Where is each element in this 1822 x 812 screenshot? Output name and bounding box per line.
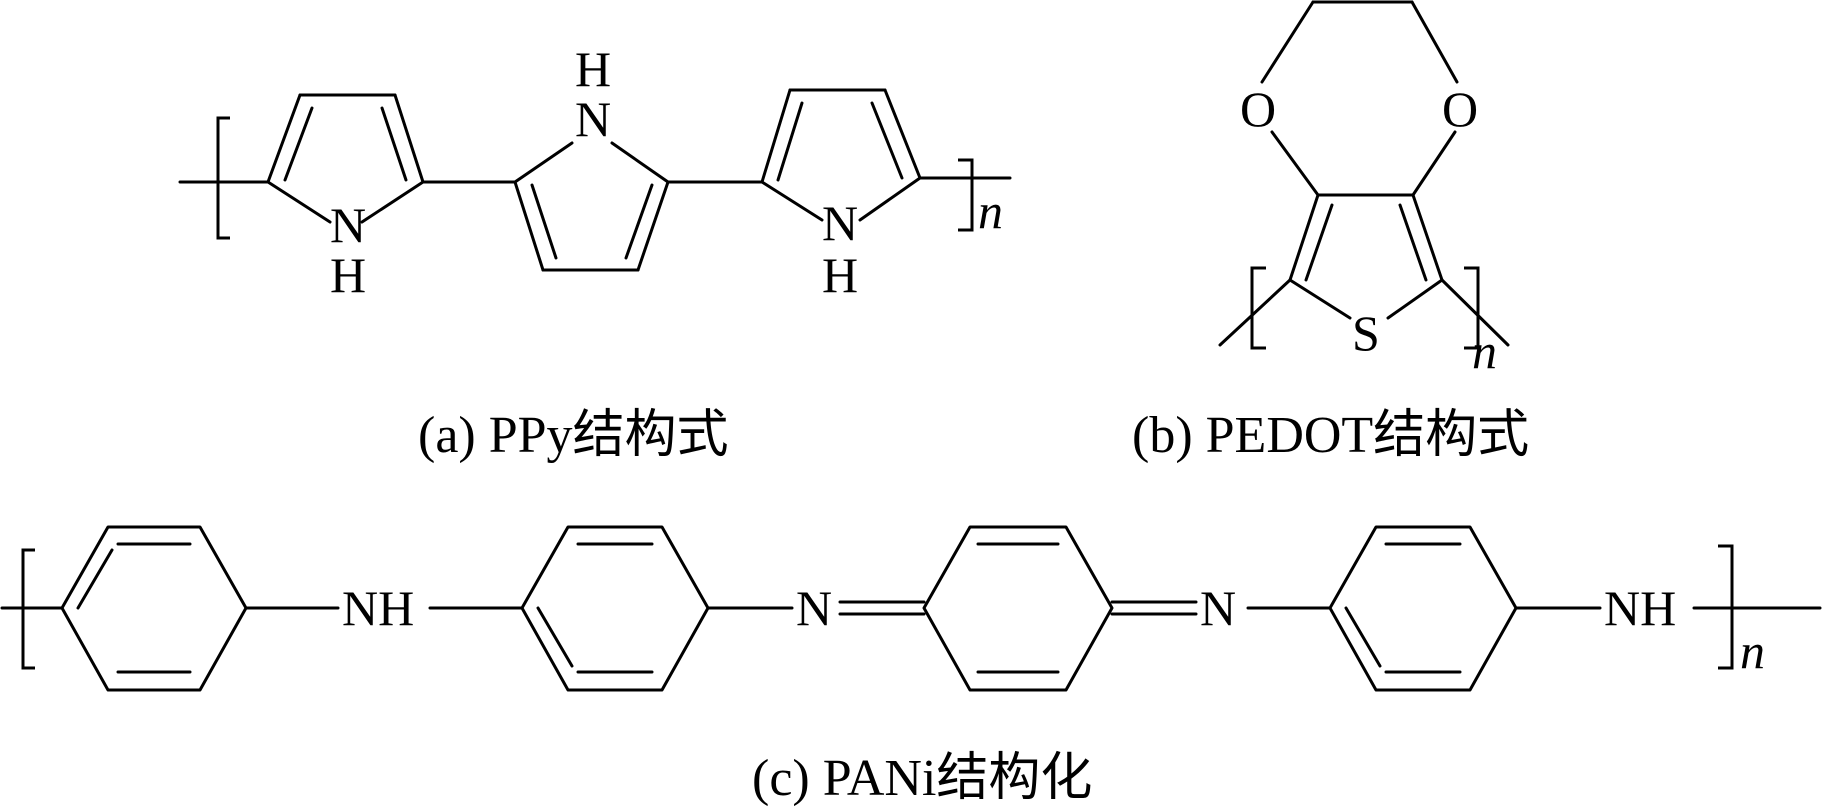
pedot-right-bracket [1464,266,1480,350]
ppy-ring1-n: N [330,197,366,253]
pani-repeat-n: n [1740,623,1765,679]
pani-n-2: N [1200,580,1236,636]
pedot-o-left: O [1240,81,1276,137]
pedot-left-bracket [1250,266,1266,350]
pani-caption: (c) PANi结构化 [752,750,1092,807]
pani-nh-1: NH [342,580,414,636]
ppy-ring2-n: N [575,91,611,147]
ppy-right-bracket [958,158,974,232]
pani-right-bracket [1718,544,1734,670]
ppy-left-bracket [216,116,230,240]
pani-left-bracket [21,548,35,670]
ppy-caption: (a) PPy结构式 [418,407,729,464]
pani-n-1: N [796,580,832,636]
ppy-ring1-h: H [330,247,366,303]
pedot-caption: (b) PEDOT结构式 [1132,407,1529,464]
pedot-repeat-n: n [1472,323,1497,379]
ppy-structure: N H H N N H n [178,41,1012,303]
ppy-ring3-n: N [822,195,858,251]
ppy-ring3-h: H [822,247,858,303]
ppy-repeat-n: n [978,183,1003,239]
pani-structure: NH N N NH n [0,525,1822,692]
pedot-s: S [1352,305,1380,361]
pani-nh-2: NH [1604,580,1676,636]
pedot-o-right: O [1442,81,1478,137]
ppy-ring2-h: H [575,41,611,97]
pedot-structure: O O S n [1218,0,1510,379]
